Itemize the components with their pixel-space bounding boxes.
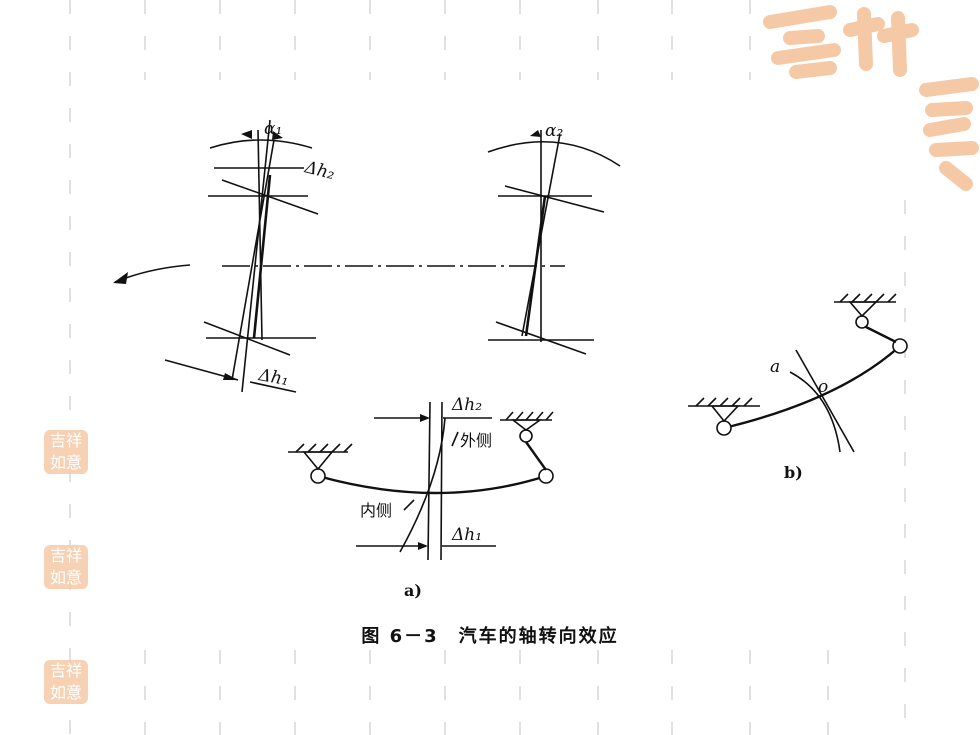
label-dh2-mid: Δh₂	[451, 395, 482, 415]
seal-icon: 吉祥 如意	[44, 660, 88, 704]
label-a: a	[770, 357, 780, 377]
label-outer: 外侧	[460, 431, 492, 450]
label-dh2-top: Δh₂	[302, 157, 337, 184]
linkage-a	[288, 401, 554, 561]
label-panel-b: b)	[784, 463, 803, 482]
seal-icon: 吉祥 如意	[44, 545, 88, 589]
label-panel-a: a)	[404, 581, 422, 600]
seal-icon: 吉祥 如意	[44, 430, 88, 474]
label-dh1-left: Δh₁	[256, 365, 290, 390]
linkage-b	[688, 293, 908, 453]
label-dh1-mid: Δh₁	[451, 525, 482, 545]
label-inner: 内侧	[360, 501, 392, 520]
label-alpha2: α₂	[545, 121, 563, 141]
label-alpha1: α₁	[264, 119, 282, 139]
left-wheel	[164, 119, 319, 393]
figure-caption: 图 6－3 汽车的轴转向效应	[361, 626, 619, 647]
label-o: o	[818, 377, 828, 397]
right-wheel	[487, 130, 621, 355]
